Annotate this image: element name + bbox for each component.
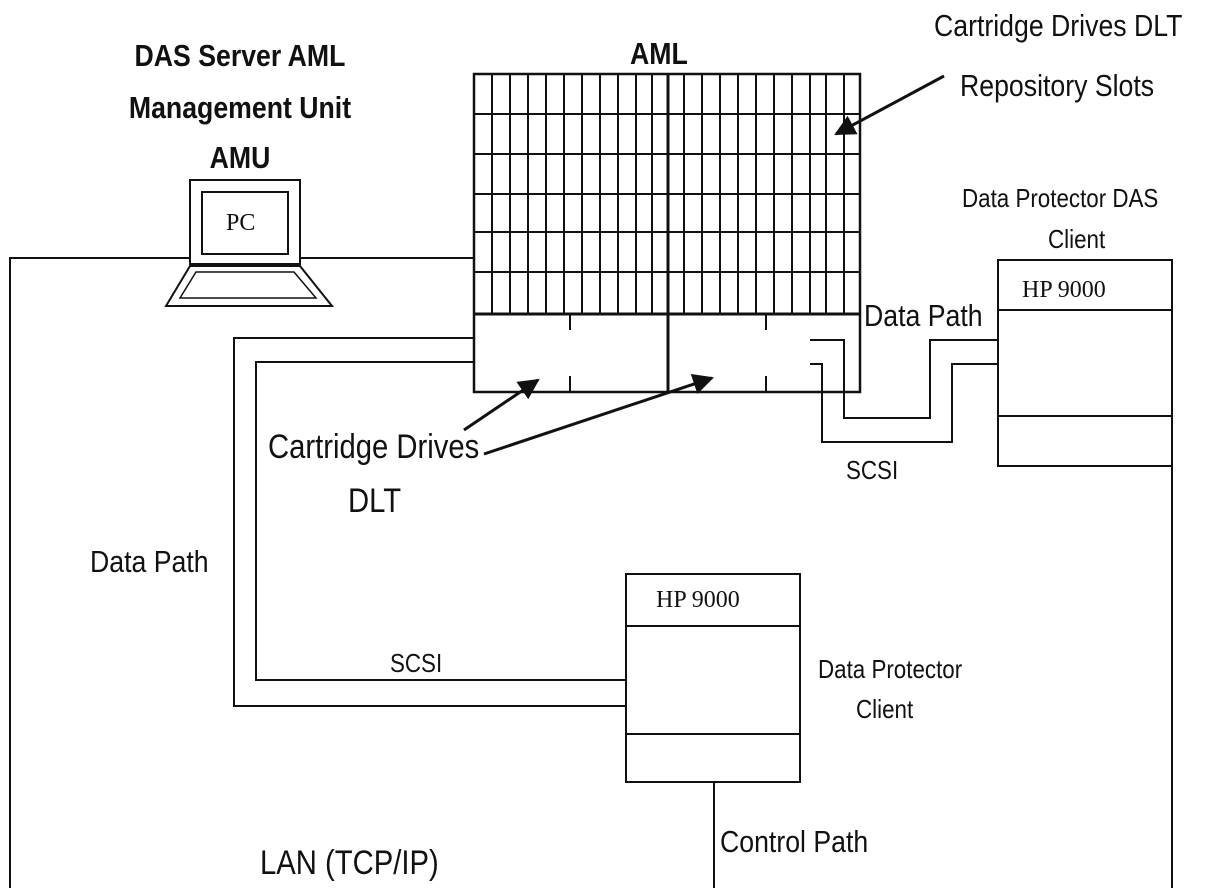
aml-title: AML bbox=[630, 36, 688, 71]
callout-cartridge-drives-dlt-top: Cartridge Drives DLT bbox=[934, 8, 1183, 43]
client-data-path-label: Data Path bbox=[90, 544, 209, 579]
aml-library bbox=[472, 72, 862, 394]
das-client-host-label: HP 9000 bbox=[1022, 277, 1106, 303]
amu-title-line-2: Management Unit bbox=[128, 90, 352, 125]
amu-title-line-1: DAS Server AML bbox=[134, 38, 346, 73]
control-path-label: Control Path bbox=[720, 824, 869, 859]
das-client-data-path-label: Data Path bbox=[864, 298, 983, 333]
hp9000-das-client-box bbox=[997, 259, 1173, 467]
data-path-line-right bbox=[810, 339, 998, 419]
callout-dlt: DLT bbox=[348, 482, 402, 520]
amu-title-line-3: AMU bbox=[209, 140, 271, 175]
arrow-cartridge-drives-right bbox=[483, 374, 714, 456]
das-client-scsi-label: SCSI bbox=[846, 455, 899, 485]
das-client-title-line-2: Client bbox=[1048, 224, 1106, 254]
arrow-cartridge-drives-left bbox=[463, 378, 540, 432]
client-title-line-1: Data Protector bbox=[818, 654, 963, 684]
client-scsi-label: SCSI bbox=[390, 648, 443, 678]
lan-line bbox=[9, 257, 474, 888]
scsi-line-right bbox=[810, 363, 998, 443]
das-client-title-line-1: Data Protector DAS bbox=[962, 183, 1159, 213]
drive-bay-ticks bbox=[569, 314, 767, 392]
data-path-line-outer bbox=[233, 337, 626, 707]
callout-cartridge-drives: Cartridge Drives bbox=[268, 428, 480, 466]
client-title-line-2: Client bbox=[856, 694, 914, 724]
lan-label: LAN (TCP/IP) bbox=[260, 844, 439, 882]
scsi-line-inner bbox=[255, 361, 626, 681]
callout-repository-slots: Repository Slots bbox=[960, 68, 1155, 103]
hp9000-client-box bbox=[625, 573, 801, 783]
pc-label: PC bbox=[226, 210, 256, 236]
arrow-repository-slots bbox=[834, 74, 945, 136]
repository-slots-grid bbox=[474, 74, 860, 314]
pc-icon bbox=[164, 179, 335, 307]
client-host-label: HP 9000 bbox=[656, 587, 740, 613]
